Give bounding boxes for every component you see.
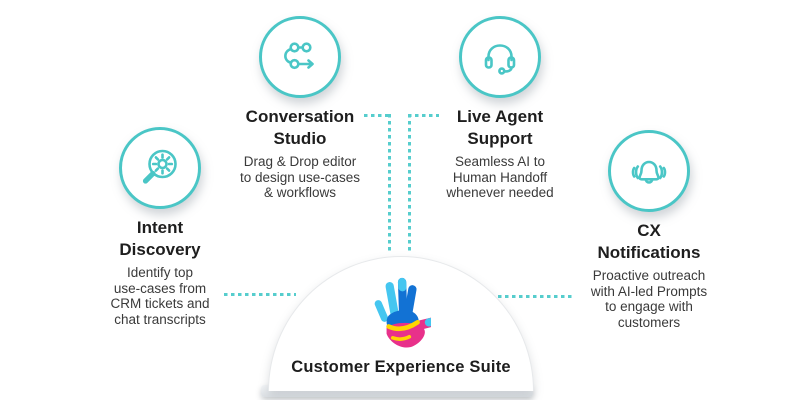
headset-icon: [459, 16, 541, 98]
feature-intent-discovery: Intent Discovery Identify top use-cases …: [72, 127, 248, 327]
bell-icon: [608, 130, 690, 212]
connector-conversation-studio-horizontal: [364, 114, 391, 117]
workflow-path-icon: [259, 16, 341, 98]
feature-title-live-agent-support: Live Agent Support: [456, 107, 544, 148]
feature-title-conversation-studio: Conversation Studio: [245, 107, 355, 148]
feature-live-agent-support: Live Agent Support Seamless AI to Human …: [412, 16, 588, 201]
connector-cx-notifications: [498, 295, 574, 298]
magnifier-gear-icon: [119, 127, 201, 209]
feature-description-live-agent-support: Seamless AI to Human Handoff whenever ne…: [446, 154, 554, 200]
suite-dome: Customer Experience Suite: [268, 256, 534, 391]
feature-conversation-studio: Conversation Studio Drag & Drop editor t…: [212, 16, 388, 201]
feature-title-cx-notifications: CX Notifications: [597, 221, 701, 262]
feature-description-cx-notifications: Proactive outreach with AI-led Prompts t…: [590, 268, 708, 330]
suite-title: Customer Experience Suite: [291, 358, 511, 376]
connector-conversation-studio-vertical: [388, 114, 391, 252]
connector-intent-discovery: [224, 293, 296, 296]
feature-cx-notifications: CX Notifications Proactive outreach with…: [561, 130, 737, 330]
feature-title-intent-discovery: Intent Discovery: [119, 218, 201, 259]
hand-logo: [374, 277, 431, 348]
feature-description-conversation-studio: Drag & Drop editor to design use-cases &…: [239, 154, 361, 200]
connector-live-agent-horizontal: [408, 114, 439, 117]
feature-description-intent-discovery: Identify top use-cases from CRM tickets …: [110, 265, 210, 327]
connector-live-agent-vertical: [408, 114, 411, 254]
